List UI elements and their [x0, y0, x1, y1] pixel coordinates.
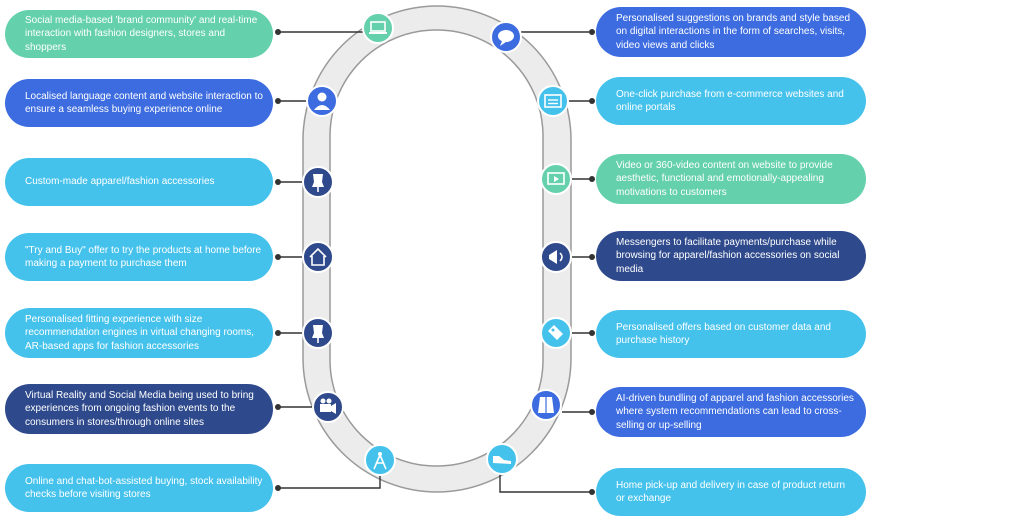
- web-page-icon: [537, 85, 569, 117]
- connector-line: [278, 27, 371, 33]
- left-item-text: Localised language content and website i…: [25, 90, 263, 116]
- shoe-icon: [486, 443, 518, 475]
- right-item-text: Personalised offers based on customer da…: [616, 321, 831, 347]
- left-item-chat-bot: Online and chat-bot-assisted buying, sto…: [5, 464, 273, 512]
- left-item-text: Custom-made apparel/fashion accessories: [25, 176, 215, 188]
- connector-dot: [589, 29, 595, 35]
- connector-dot: [589, 98, 595, 104]
- person-icon: [306, 85, 338, 117]
- connector-line: [278, 472, 381, 489]
- connector-dot: [275, 330, 281, 336]
- connector-line: [499, 472, 592, 493]
- connector-dots: [275, 29, 595, 495]
- clothing-icon: [530, 389, 562, 421]
- right-item-text: Personalised suggestions on brands and s…: [616, 12, 851, 51]
- video-camera-icon: [312, 391, 344, 423]
- video-screen-icon: [540, 163, 572, 195]
- right-item-text: Video or 360-video content on website to…: [616, 159, 833, 198]
- left-item-try-and-buy: "Try and Buy" offer to try the products …: [5, 233, 273, 281]
- left-item-personalised-fitting: Personalised fitting experience with siz…: [5, 308, 273, 358]
- left-item-localised-language: Localised language content and website i…: [5, 79, 273, 127]
- right-item-messengers: Messengers to facilitate payments/purcha…: [596, 231, 866, 281]
- connector-dot: [275, 98, 281, 104]
- track-inner: [329, 29, 544, 467]
- chat-bubble-icon: [490, 21, 522, 53]
- right-item-ai-bundling: AI-driven bundling of apparel and fashio…: [596, 387, 866, 437]
- left-item-text: Virtual Reality and Social Media being u…: [25, 389, 254, 428]
- mannequin-icon: [302, 317, 334, 349]
- connector-dot: [275, 485, 281, 491]
- right-item-one-click-purchase: One-click purchase from e-commerce websi…: [596, 77, 866, 125]
- right-item-text: AI-driven bundling of apparel and fashio…: [616, 392, 854, 431]
- connector-dot: [275, 179, 281, 185]
- right-item-text: Messengers to facilitate payments/purcha…: [616, 236, 840, 275]
- right-item-personalised-suggestions: Personalised suggestions on brands and s…: [596, 7, 866, 57]
- home-tag-icon: [302, 241, 334, 273]
- left-item-text: Social media-based 'brand community' and…: [25, 14, 258, 53]
- left-item-text: Online and chat-bot-assisted buying, sto…: [25, 475, 263, 501]
- left-item-virtual-reality: Virtual Reality and Social Media being u…: [5, 384, 273, 434]
- dress-form-icon: [302, 166, 334, 198]
- left-item-brand-community: Social media-based 'brand community' and…: [5, 10, 273, 58]
- right-item-video-content: Video or 360-video content on website to…: [596, 154, 866, 204]
- left-item-custom-made: Custom-made apparel/fashion accessories: [5, 158, 273, 206]
- left-item-text: "Try and Buy" offer to try the products …: [25, 244, 262, 270]
- megaphone-icon: [540, 241, 572, 273]
- connector-dot: [589, 330, 595, 336]
- right-item-home-pickup: Home pick-up and delivery in case of pro…: [596, 468, 866, 516]
- laptop-icon: [362, 12, 394, 44]
- connector-dot: [275, 254, 281, 260]
- connector-lines: [278, 27, 592, 493]
- right-item-text: One-click purchase from e-commerce websi…: [616, 88, 844, 114]
- right-item-text: Home pick-up and delivery in case of pro…: [616, 479, 846, 505]
- connector-dot: [275, 29, 281, 35]
- connector-dot: [275, 404, 281, 410]
- connector-dot: [589, 489, 595, 495]
- price-tag-icon: [540, 317, 572, 349]
- right-item-personalised-offers: Personalised offers based on customer da…: [596, 310, 866, 358]
- connector-dot: [589, 409, 595, 415]
- connector-dot: [589, 176, 595, 182]
- connector-dot: [589, 254, 595, 260]
- left-item-text: Personalised fitting experience with siz…: [25, 313, 255, 352]
- signal-tower-icon: [364, 444, 396, 476]
